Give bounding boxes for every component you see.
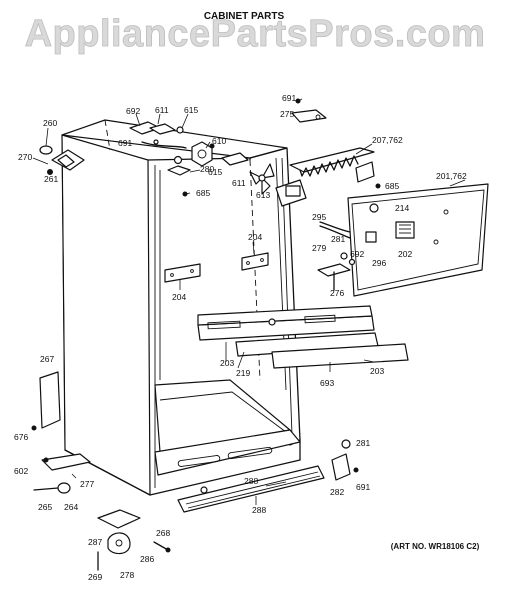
label-278: 278	[120, 570, 134, 580]
label-691-mid: 691	[118, 138, 132, 148]
cover-267	[39, 371, 61, 429]
label-693: 693	[320, 378, 334, 388]
label-287: 287	[88, 537, 102, 547]
watermark: AppliancePartsPros.com	[25, 13, 486, 55]
hinge-lower	[41, 453, 91, 471]
part-611	[221, 152, 249, 166]
diagram-title: CABINET PARTS	[204, 11, 285, 22]
label-288-lower: 288	[252, 505, 266, 515]
label-261: 261	[44, 174, 58, 184]
screw-676	[31, 425, 37, 431]
label-279: 279	[312, 243, 326, 253]
wire-harness	[319, 221, 351, 239]
art-number: (ART NO. WR18106 C2)	[391, 542, 480, 551]
label-691-bottom: 691	[356, 482, 370, 492]
label-692: 692	[126, 106, 140, 116]
label-203-upper: 203	[220, 358, 234, 368]
control-panel	[347, 183, 489, 297]
part-275	[291, 98, 327, 123]
label-270: 270	[18, 152, 32, 162]
hinge-upper	[39, 145, 85, 175]
label-286: 286	[140, 554, 154, 564]
mullion-upper	[197, 305, 375, 341]
label-691-top: 691	[282, 93, 296, 103]
evaporator-assembly	[275, 147, 375, 207]
leader-lines	[32, 98, 466, 505]
thermostat-bracket	[129, 121, 187, 149]
label-288-upper: 288	[244, 476, 258, 486]
shelf-support-right	[241, 252, 269, 271]
label-204-right: 204	[248, 232, 262, 242]
label-267: 267	[40, 354, 54, 364]
label-202: 202	[398, 249, 412, 259]
leveling-bracket	[97, 509, 171, 571]
label-610: 610	[212, 136, 226, 146]
label-264: 264	[64, 502, 78, 512]
cabinet	[61, 119, 301, 496]
label-275: 275	[280, 109, 294, 119]
label-281-bottom: 281	[356, 438, 370, 448]
label-613: 613	[256, 190, 270, 200]
label-214: 214	[395, 203, 409, 213]
screw-685b	[375, 183, 381, 189]
part-numbers: 691 275 260 270 261 692 611 615 691 610 …	[14, 93, 467, 582]
label-296: 296	[372, 258, 386, 268]
fan-blade	[249, 163, 275, 195]
label-260: 260	[43, 118, 57, 128]
part-276	[317, 252, 356, 291]
label-676: 676	[14, 432, 28, 442]
label-282: 282	[330, 487, 344, 497]
label-276: 276	[330, 288, 344, 298]
shelf-support-left	[164, 263, 201, 283]
damper-control	[173, 141, 215, 167]
label-280: 280	[200, 164, 214, 174]
label-611-top: 611	[155, 105, 169, 115]
label-602: 602	[14, 466, 28, 476]
label-203-lower: 203	[370, 366, 384, 376]
label-204-left: 204	[172, 292, 186, 302]
label-685-left: 685	[196, 188, 210, 198]
toe-grille	[177, 465, 325, 513]
label-611-mid: 611	[232, 178, 246, 188]
label-277: 277	[80, 479, 94, 489]
label-615-top: 615	[184, 105, 198, 115]
label-268: 268	[156, 528, 170, 538]
part-282	[331, 439, 359, 481]
label-692-right: 692	[350, 249, 364, 259]
label-207-762: 207,762	[372, 135, 403, 145]
label-281-top: 281	[331, 234, 345, 244]
part-280	[167, 165, 191, 176]
label-685-right: 685	[385, 181, 399, 191]
label-201-762: 201,762	[436, 171, 467, 181]
label-269: 269	[88, 572, 102, 582]
label-295: 295	[312, 212, 326, 222]
hinge-pin	[33, 482, 71, 494]
label-615-mid: 615	[208, 167, 222, 177]
label-265: 265	[38, 502, 52, 512]
label-219: 219	[236, 368, 250, 378]
